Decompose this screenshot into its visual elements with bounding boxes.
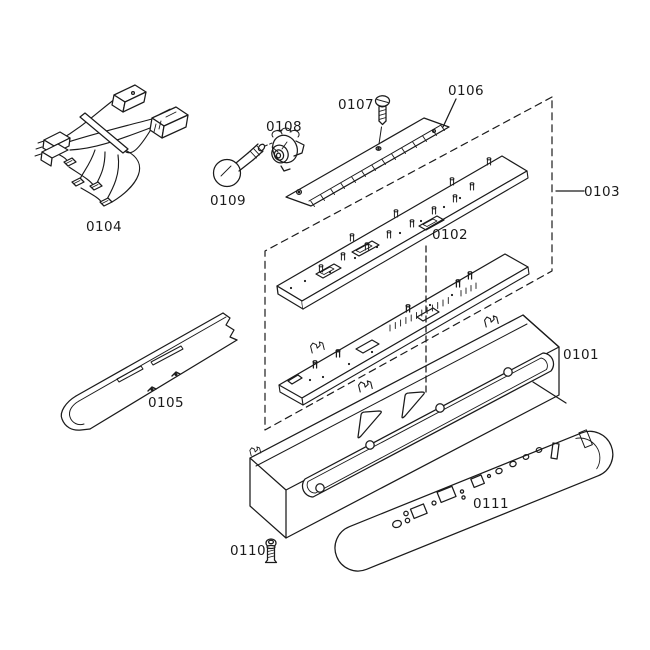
screw-0107	[374, 95, 391, 151]
panel-housing-0101	[248, 314, 560, 539]
part-label-0105: 0105	[148, 395, 184, 411]
part-labels: 0104 0108 0109 0107 0106 0103 0102 0105 …	[86, 83, 620, 559]
screw-0107-leader	[378, 126, 382, 145]
lamp-holder-0108	[271, 127, 305, 172]
lamp-holder-tab	[293, 140, 305, 157]
lower-board-pin-ticks	[389, 282, 477, 332]
lower-board-dots	[308, 293, 454, 382]
fascia-panel-0111	[334, 429, 614, 572]
part-label-0102: 0102	[432, 227, 468, 243]
harness-wires	[53, 98, 153, 204]
leader-0101	[532, 381, 567, 404]
fascia-outline	[334, 430, 614, 572]
wiring-harness-0104	[34, 84, 189, 207]
part-label-0108: 0108	[266, 119, 302, 135]
board-0102-dots	[289, 196, 462, 290]
screw-0110	[264, 538, 278, 564]
harness-connector-left	[34, 131, 71, 167]
part-label-0107: 0107	[338, 97, 374, 113]
part-label-0101: 0101	[563, 347, 599, 363]
dashed-assembly-box	[264, 96, 553, 431]
cover-panel-0106	[285, 117, 450, 207]
housing-triangle-cutouts	[357, 391, 425, 439]
trim-right-end	[222, 312, 238, 341]
harness-connector-right	[149, 106, 189, 139]
housing-oval-channel	[301, 352, 555, 498]
harness-strap	[79, 112, 129, 154]
leader-0106	[442, 98, 457, 128]
part-label-0109: 0109	[210, 193, 246, 209]
cover-screw-hole	[295, 188, 303, 196]
trim-channel-0105	[60, 312, 238, 431]
trim-left-end	[60, 395, 91, 431]
bulb-0109	[212, 142, 273, 188]
part-label-0106: 0106	[448, 83, 484, 99]
bulb-to-holder-axis	[264, 142, 273, 147]
leader-lines	[425, 98, 585, 404]
bulb-glass	[212, 158, 242, 188]
part-label-0110: 0110	[230, 543, 266, 559]
harness-terminals	[63, 157, 113, 207]
lower-circuit-board	[278, 253, 530, 406]
part-label-0111: 0111	[473, 496, 509, 512]
control-module-0102	[276, 155, 529, 310]
lower-board-components	[287, 271, 477, 385]
fascia-cutouts	[391, 442, 560, 529]
assembly-outline-0103	[264, 96, 553, 431]
harness-connector-top	[111, 84, 147, 113]
diagram-root: 0104 0108 0109 0107 0106 0103 0102 0105 …	[34, 83, 620, 572]
part-label-0104: 0104	[86, 219, 122, 235]
cover-panel-face	[285, 117, 450, 207]
part-label-0103: 0103	[584, 184, 620, 200]
